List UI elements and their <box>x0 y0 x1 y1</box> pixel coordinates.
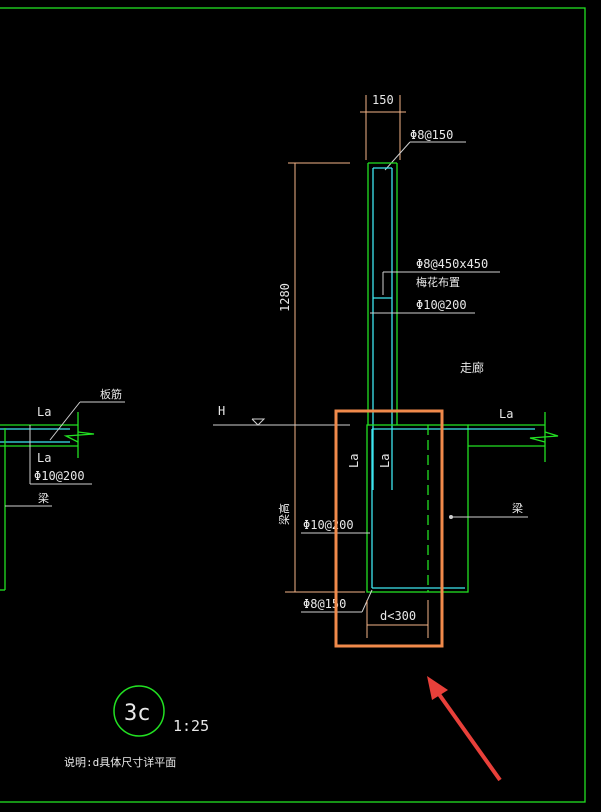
dim-text: 1280 <box>278 283 292 312</box>
beam-label: 梁 <box>449 501 528 519</box>
label-text: Φ8@150 <box>410 128 453 142</box>
label-text: Φ10@200 <box>303 518 354 532</box>
la-label: La <box>499 407 513 421</box>
beam-height-label: 梁高 <box>277 503 291 525</box>
caption: 说明:d具体尺寸详平面 <box>64 755 176 769</box>
highlight-box <box>334 409 444 648</box>
red-arrow <box>427 676 502 782</box>
label-text: Φ10@200 <box>416 298 467 312</box>
level-mark: H <box>213 404 350 426</box>
label-text: La <box>37 405 51 419</box>
beam-section <box>366 412 559 593</box>
label-text: La <box>37 451 51 465</box>
rebar-top-label: Φ8@150 <box>384 128 466 171</box>
label-text: H <box>218 404 225 418</box>
detail-id: 3c <box>124 701 151 726</box>
wall-section <box>367 162 398 490</box>
drawing-frame <box>0 7 586 803</box>
label-text: 板筋 <box>100 387 122 401</box>
label-text: Φ8@150 <box>303 597 346 611</box>
tie-label: Φ8@450x450 梅花布置 Φ10@200 <box>370 257 500 314</box>
label-text: 梅花布置 <box>416 275 460 289</box>
dim-text: 150 <box>372 93 394 107</box>
detail-tag: 3c 1:25 说明:d具体尺寸详平面 <box>64 685 209 769</box>
dimension-1280: 1280 <box>278 162 365 593</box>
label-text: Φ10@200 <box>34 469 85 483</box>
corridor-label: 走廊 <box>460 360 484 375</box>
la-label: La <box>347 454 361 468</box>
dimension-150: 150 <box>360 93 406 160</box>
left-detail: La La Φ10@200 板筋 梁 <box>0 387 125 591</box>
dim-text: d<300 <box>380 609 416 623</box>
dimension-d: d<300 <box>366 600 429 638</box>
label-text: Φ8@450x450 <box>416 257 488 271</box>
scale-text: 1:25 <box>173 717 209 735</box>
la-label: La <box>378 454 392 468</box>
label-text: 梁 <box>38 491 49 505</box>
label-text: 梁 <box>512 501 523 515</box>
